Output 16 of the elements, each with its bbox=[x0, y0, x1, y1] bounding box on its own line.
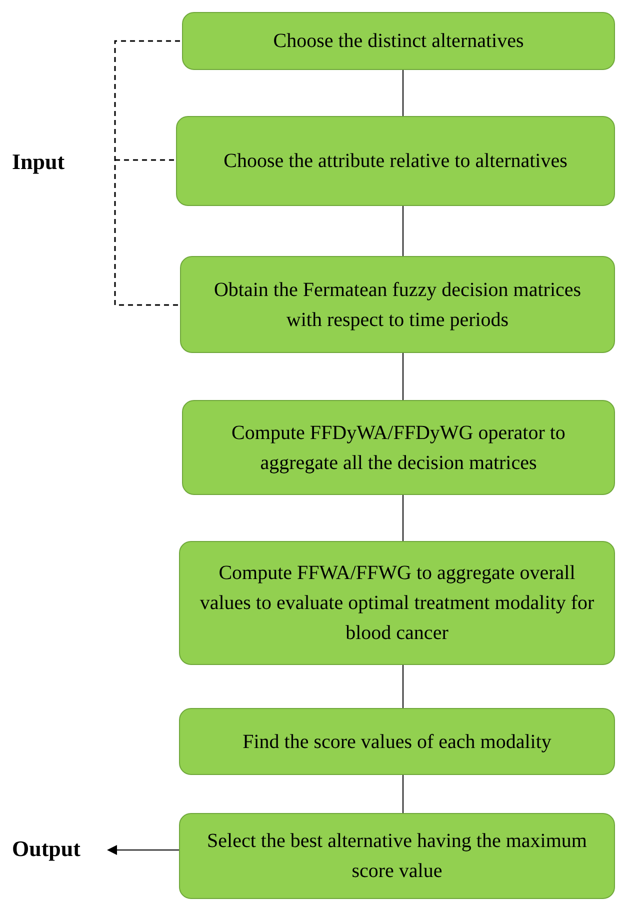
input-label: Input bbox=[12, 148, 65, 176]
connector-line bbox=[402, 494, 404, 542]
connector-line bbox=[402, 352, 404, 400]
process-box: Find the score values of each modality bbox=[179, 708, 615, 775]
connector-line bbox=[402, 70, 404, 116]
process-box: Compute FFDyWA/FFDyWG operator to aggregate all the decision matrices bbox=[182, 400, 615, 495]
process-box: Compute FFWA/FFWG to aggregate overall values to evaluate optimal treatment modality for blood cancer bbox=[179, 541, 615, 665]
connector-line bbox=[402, 664, 404, 708]
process-box: Obtain the Fermatean fuzzy decision matrices with respect to time periods bbox=[180, 256, 615, 353]
connector-line bbox=[402, 774, 404, 814]
process-box: Select the best alternative having the maximum score value bbox=[179, 813, 615, 899]
process-box: Choose the attribute relative to alternatives bbox=[176, 116, 615, 206]
arrow bbox=[107, 845, 180, 855]
output-label: Output bbox=[12, 833, 104, 863]
connector-line bbox=[402, 206, 404, 256]
process-box: Choose the distinct alternatives bbox=[182, 12, 615, 70]
